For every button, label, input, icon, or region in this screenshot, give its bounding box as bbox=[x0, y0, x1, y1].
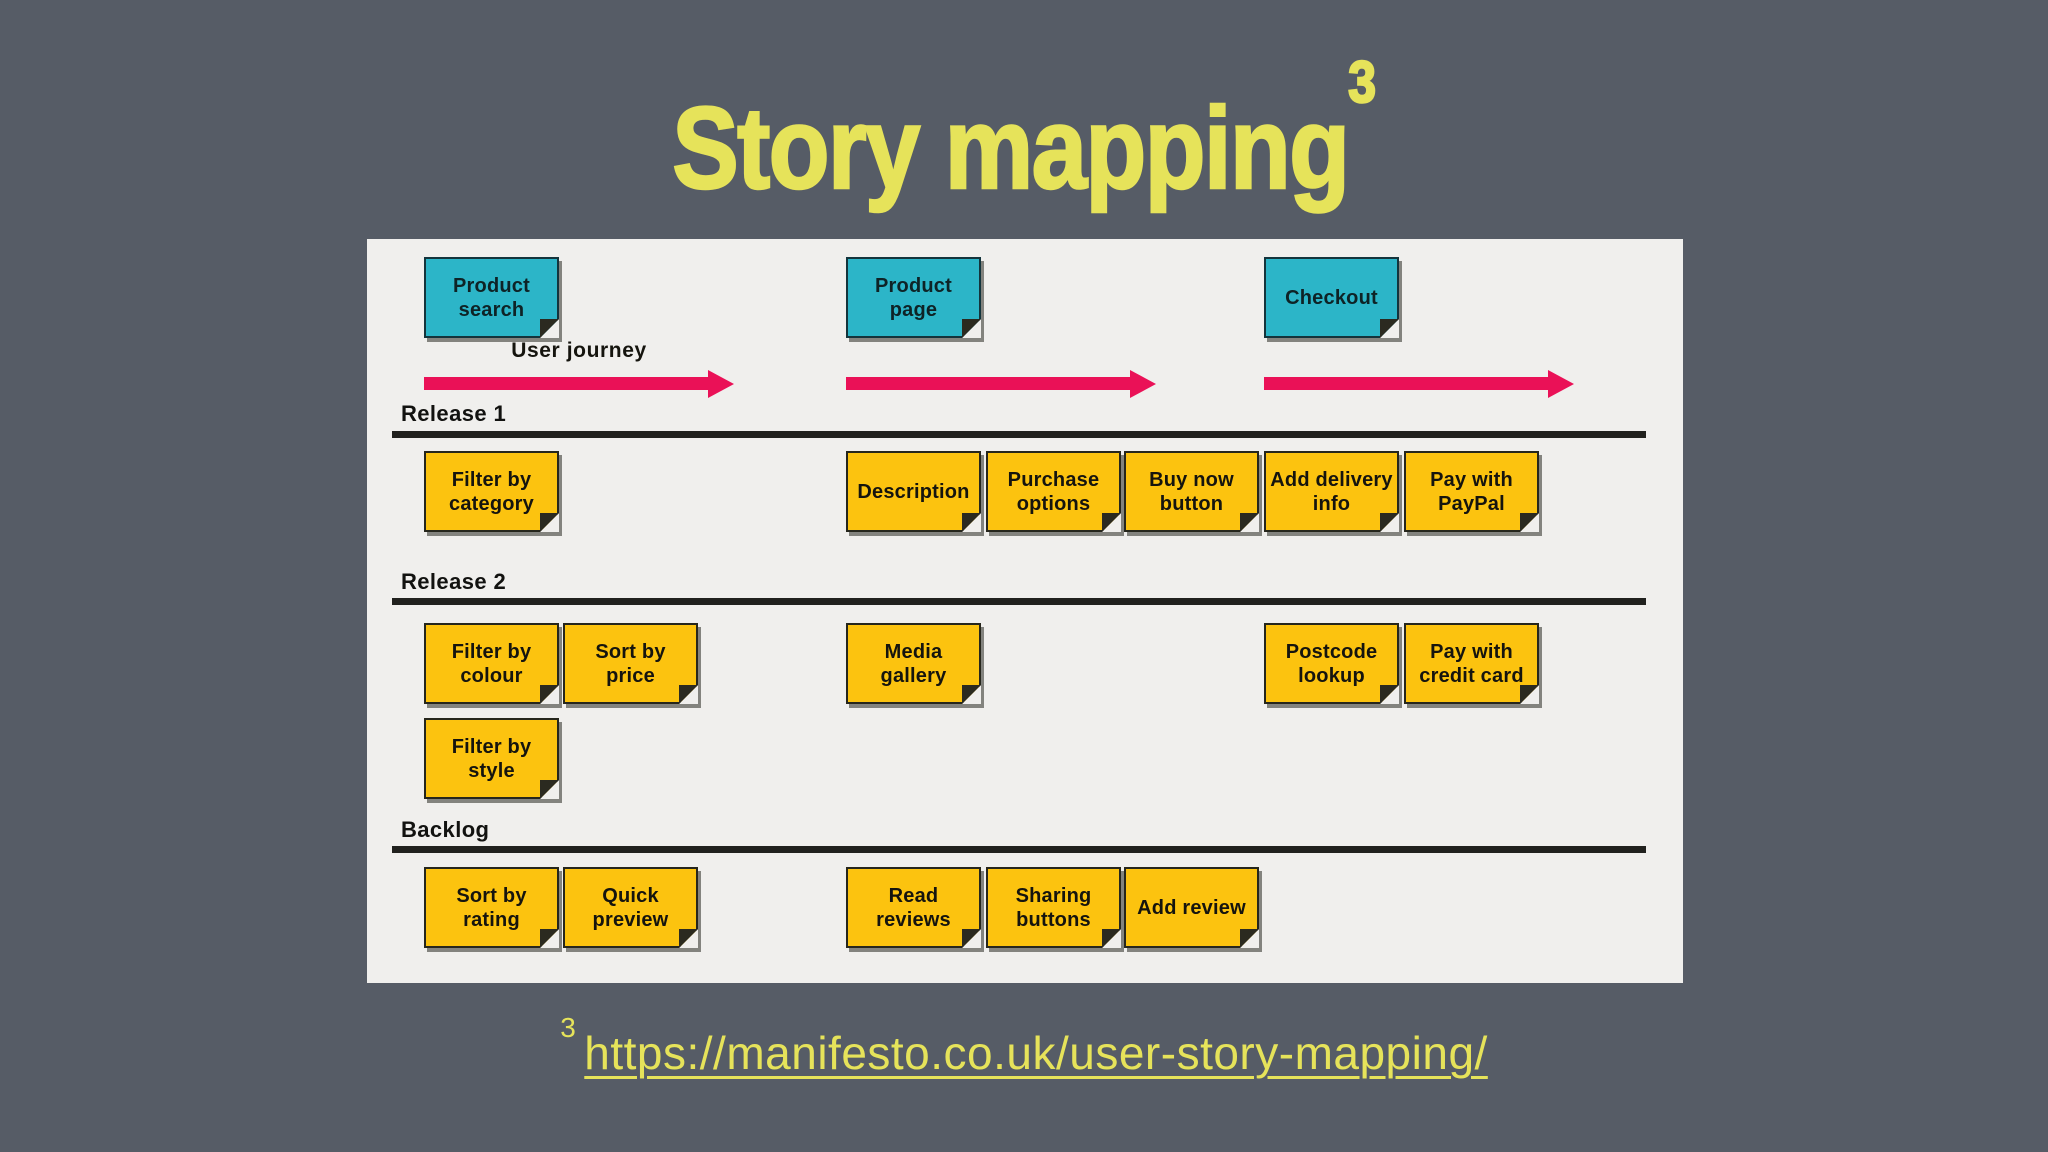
note-description: Description bbox=[846, 451, 981, 532]
note-filter-by-style: Filter by style bbox=[424, 718, 559, 799]
note-label: Filter by category bbox=[449, 468, 534, 515]
note-label: Add review bbox=[1137, 896, 1246, 919]
slide-title: Story mapping3 bbox=[0, 52, 2048, 207]
note-label: Read reviews bbox=[876, 884, 951, 931]
note-sort-by-price: Sort by price bbox=[563, 623, 698, 704]
note-label: Media gallery bbox=[880, 640, 947, 687]
section-divider-line bbox=[392, 431, 1646, 438]
note-label: Filter by colour bbox=[451, 640, 532, 687]
section-label-release-2: Release 2 bbox=[401, 569, 507, 594]
user-journey-arrow-2 bbox=[846, 370, 1156, 398]
note-label: Filter by style bbox=[451, 735, 532, 782]
note-pay-with-paypal: Pay with PayPal bbox=[1404, 451, 1539, 532]
note-label: Sort by price bbox=[595, 640, 666, 687]
arrow-shaft bbox=[1264, 377, 1550, 390]
folded-corner bbox=[540, 319, 559, 338]
note-label: Postcode lookup bbox=[1285, 640, 1378, 687]
folded-corner bbox=[1520, 513, 1539, 532]
folded-corner bbox=[962, 685, 981, 704]
folded-corner bbox=[962, 319, 981, 338]
section-divider-line bbox=[392, 598, 1646, 605]
arrow-shaft bbox=[846, 377, 1132, 390]
folded-corner bbox=[540, 780, 559, 799]
note-add-review: Add review bbox=[1124, 867, 1259, 948]
folded-corner bbox=[1520, 685, 1539, 704]
note-quick-preview: Quick preview bbox=[563, 867, 698, 948]
arrow-head bbox=[1130, 370, 1156, 398]
folded-corner bbox=[1380, 685, 1399, 704]
note-purchase-options: Purchase options bbox=[986, 451, 1121, 532]
arrow-shaft bbox=[424, 377, 710, 390]
arrow-head bbox=[708, 370, 734, 398]
activity-note-checkout: Checkout bbox=[1264, 257, 1399, 338]
note-label: Description bbox=[857, 480, 970, 503]
footnote-marker: 3 bbox=[560, 1011, 577, 1043]
user-journey-arrow-3 bbox=[1264, 370, 1574, 398]
note-label: Purchase options bbox=[1007, 468, 1100, 515]
folded-corner bbox=[1380, 513, 1399, 532]
note-buy-now-button: Buy now button bbox=[1124, 451, 1259, 532]
title-footnote-marker: 3 bbox=[1347, 50, 1377, 116]
folded-corner bbox=[540, 685, 559, 704]
note-label: Checkout bbox=[1285, 286, 1378, 309]
folded-corner bbox=[540, 513, 559, 532]
folded-corner bbox=[1380, 319, 1399, 338]
note-sharing-buttons: Sharing buttons bbox=[986, 867, 1121, 948]
user-journey-arrow-1 bbox=[424, 370, 734, 398]
note-label: Pay with PayPal bbox=[1430, 468, 1513, 515]
user-journey-label: User journey bbox=[511, 339, 647, 362]
note-label: Add delivery info bbox=[1270, 468, 1393, 515]
folded-corner bbox=[679, 685, 698, 704]
note-sort-by-rating: Sort by rating bbox=[424, 867, 559, 948]
slide-title-text: Story mapping bbox=[671, 82, 1351, 213]
arrow-head bbox=[1548, 370, 1574, 398]
note-label: Buy now button bbox=[1149, 468, 1234, 515]
folded-corner bbox=[962, 513, 981, 532]
activity-note-product-page: Product page bbox=[846, 257, 981, 338]
folded-corner bbox=[1240, 929, 1259, 948]
section-divider-line bbox=[392, 846, 1646, 853]
activity-note-product-search: Product search bbox=[424, 257, 559, 338]
folded-corner bbox=[1102, 929, 1121, 948]
folded-corner bbox=[1240, 513, 1259, 532]
note-label: Sort by rating bbox=[456, 884, 527, 931]
folded-corner bbox=[1102, 513, 1121, 532]
note-filter-by-colour: Filter by colour bbox=[424, 623, 559, 704]
footnote-link[interactable]: https://manifesto.co.uk/user-story-mappi… bbox=[584, 1027, 1488, 1079]
note-postcode-lookup: Postcode lookup bbox=[1264, 623, 1399, 704]
folded-corner bbox=[540, 929, 559, 948]
folded-corner bbox=[679, 929, 698, 948]
note-pay-with-credit-card: Pay with credit card bbox=[1404, 623, 1539, 704]
note-label: Sharing buttons bbox=[1015, 884, 1092, 931]
note-media-gallery: Media gallery bbox=[846, 623, 981, 704]
note-label: Quick preview bbox=[592, 884, 669, 931]
note-label: Product page bbox=[875, 274, 952, 321]
note-add-delivery-info: Add delivery info bbox=[1264, 451, 1399, 532]
note-read-reviews: Read reviews bbox=[846, 867, 981, 948]
section-label-backlog: Backlog bbox=[401, 817, 490, 842]
note-filter-by-category: Filter by category bbox=[424, 451, 559, 532]
section-label-release-1: Release 1 bbox=[401, 401, 507, 426]
note-label: Pay with credit card bbox=[1419, 640, 1524, 687]
folded-corner bbox=[962, 929, 981, 948]
story-map-panel: Product search Product page Checkout Use… bbox=[367, 239, 1683, 983]
note-label: Product search bbox=[453, 274, 530, 321]
